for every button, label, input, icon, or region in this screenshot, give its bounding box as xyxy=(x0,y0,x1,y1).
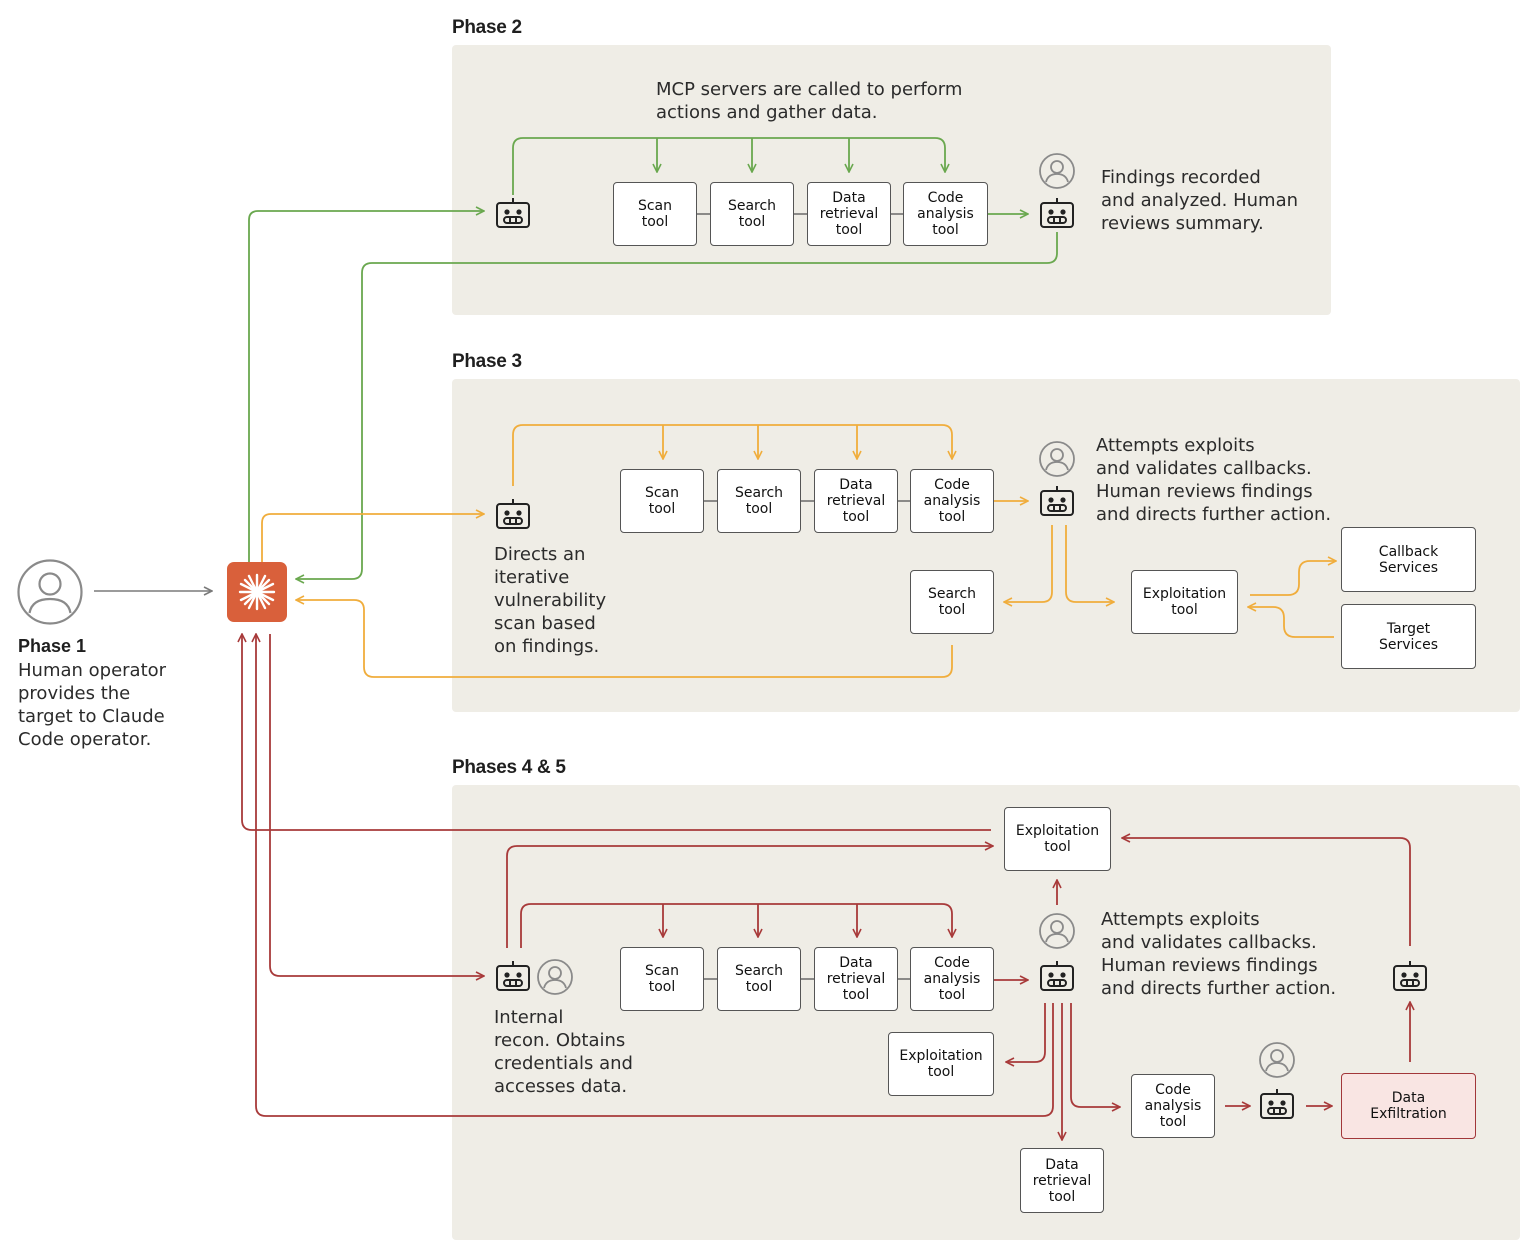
phase3-note-left: Directs an iterative vulnerability scan … xyxy=(494,544,607,657)
phase3-note-right: Attempts exploits and validates callback… xyxy=(1096,435,1332,525)
phase45-scan-tool: Scan tool xyxy=(620,947,704,1011)
phase1-description: Human operator provides the target to Cl… xyxy=(18,660,167,750)
user-icon xyxy=(536,958,574,1001)
phase45-code-analysis-tool: Code analysis tool xyxy=(910,947,994,1011)
robot-icon xyxy=(1039,483,1075,524)
robot-icon xyxy=(495,496,531,537)
robot-icon xyxy=(1259,1086,1295,1127)
robot-icon xyxy=(1039,195,1075,236)
user-icon xyxy=(1258,1041,1296,1084)
phase2-data-retrieval-tool: Data retrieval tool xyxy=(807,182,891,246)
robot-icon xyxy=(495,958,531,999)
phase2-code-analysis-tool: Code analysis tool xyxy=(903,182,988,246)
phase2-panel xyxy=(452,45,1331,315)
phase45-exploitation-tool-top: Exploitation tool xyxy=(1004,807,1111,871)
robot-icon xyxy=(1392,958,1428,999)
phase3-scan-tool: Scan tool xyxy=(620,469,704,533)
phase2-title: Phase 2 xyxy=(452,17,522,38)
phase45-panel xyxy=(452,785,1520,1240)
phase45-title: Phases 4 & 5 xyxy=(452,757,566,778)
phase45-code-analysis-tool-lower: Code analysis tool xyxy=(1131,1074,1215,1138)
data-exfiltration: Data Exfiltration xyxy=(1341,1073,1476,1139)
phase3-code-analysis-tool: Code analysis tool xyxy=(910,469,994,533)
robot-icon xyxy=(1039,958,1075,999)
phase2-note-top: MCP servers are called to perform action… xyxy=(656,79,963,123)
phase3-title: Phase 3 xyxy=(452,351,522,372)
phase45-data-retrieval-tool-lower: Data retrieval tool xyxy=(1020,1148,1104,1213)
human-operator-user-icon xyxy=(16,558,84,631)
user-icon xyxy=(1038,440,1076,483)
phase45-data-retrieval-tool: Data retrieval tool xyxy=(814,947,898,1011)
phase45-note-right: Attempts exploits and validates callback… xyxy=(1101,909,1337,999)
robot-icon xyxy=(495,195,531,236)
phase2-scan-tool: Scan tool xyxy=(613,182,697,246)
user-icon xyxy=(1038,912,1076,955)
callback-services: Callback Services xyxy=(1341,527,1476,592)
phase3-search-tool-lower: Search tool xyxy=(910,570,994,634)
target-services: Target Services xyxy=(1341,604,1476,669)
phase45-exploitation-tool-mid: Exploitation tool xyxy=(888,1032,994,1096)
phase2-search-tool: Search tool xyxy=(710,182,794,246)
phase45-note-left: Internal recon. Obtains credentials and … xyxy=(494,1007,633,1097)
phase45-search-tool: Search tool xyxy=(717,947,801,1011)
claude-logo-icon xyxy=(227,562,287,627)
phase3-search-tool: Search tool xyxy=(717,469,801,533)
phase3-data-retrieval-tool: Data retrieval tool xyxy=(814,469,898,533)
phase1-title: Phase 1 xyxy=(18,636,87,656)
phase2-note-right: Findings recorded and analyzed. Human re… xyxy=(1101,167,1299,234)
phase3-exploitation-tool: Exploitation tool xyxy=(1131,570,1238,634)
user-icon xyxy=(1038,152,1076,195)
